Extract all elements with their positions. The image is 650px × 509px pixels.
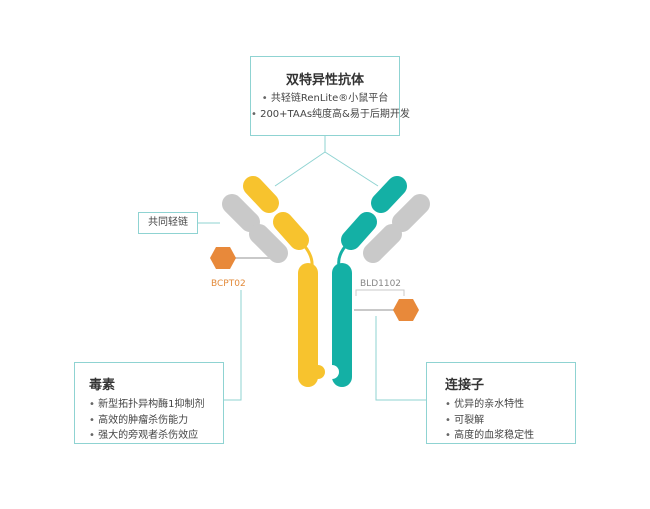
toxin-box: 毒素 新型拓扑异构酶1抑制剂 高效的肿瘤杀伤能力 强大的旁观者杀伤效应 (74, 362, 224, 444)
right-payload-bracket (355, 289, 405, 296)
common-light-chain-label: 共同轻链 (138, 212, 198, 234)
left-heavy-chain (243, 176, 325, 387)
bispecific-antibody-title: 双特异性抗体 (285, 73, 364, 88)
top-connector-lines (274, 136, 379, 187)
linker-item: 可裂解 (445, 413, 575, 429)
toxin-item: 强大的旁观者杀伤效应 (89, 428, 223, 444)
right-payload-hexagon (393, 299, 419, 321)
bispecific-item: 共轻链RenLite®小鼠平台 (251, 91, 399, 107)
right-light-chain (363, 194, 430, 263)
toxin-title: 毒素 (89, 378, 116, 393)
bispecific-antibody-box: 双特异性抗体 共轻链RenLite®小鼠平台 200+TAAs纯度高&易于后期开… (250, 56, 410, 136)
linker-box: 连接子 优异的亲水特性 可裂解 高度的血浆稳定性 (426, 362, 576, 444)
payload-right-label: BLD1102 (360, 279, 402, 289)
right-heavy-chain (325, 176, 407, 387)
left-payload-hexagon (210, 247, 236, 269)
toxin-connector (224, 290, 242, 401)
toxin-item: 高效的肿瘤杀伤能力 (89, 413, 223, 429)
linker-item: 高度的血浆稳定性 (445, 428, 575, 444)
linker-title: 连接子 (445, 378, 485, 393)
payload-left-label: BCPT02 (211, 279, 246, 289)
bispecific-item: 200+TAAs纯度高&易于后期开发 (251, 107, 410, 123)
toxin-item: 新型拓扑异构酶1抑制剂 (89, 397, 223, 413)
left-light-chain (222, 194, 288, 263)
linker-item: 优异的亲水特性 (445, 397, 575, 413)
linker-connector (375, 316, 426, 401)
